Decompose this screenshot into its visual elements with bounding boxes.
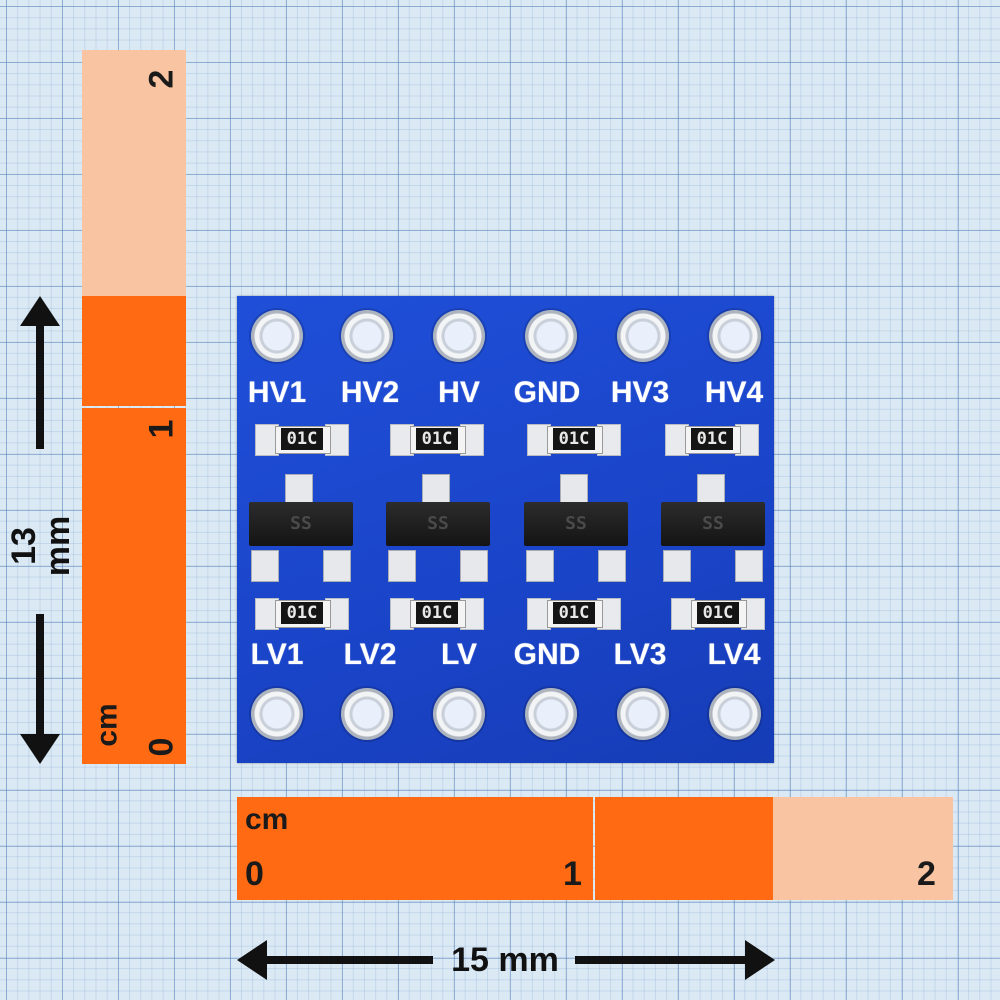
ruler-tick-label: 1 bbox=[142, 419, 181, 439]
horizontal-ruler: cm 0 1 2 bbox=[237, 797, 953, 900]
resistor-code: 01C bbox=[281, 602, 323, 624]
pin-hole bbox=[617, 310, 669, 362]
pin-hole bbox=[525, 688, 577, 740]
ruler-dark-segment bbox=[82, 296, 186, 406]
mosfet-marking: SS bbox=[249, 502, 353, 546]
pin-hole bbox=[251, 310, 303, 362]
resistor-code: 01C bbox=[416, 602, 458, 624]
resistor: 01C bbox=[665, 422, 759, 456]
height-dimension-arrow bbox=[20, 296, 60, 764]
pin-label-gnd-bottom: GND bbox=[513, 638, 581, 671]
pin-label-gnd-top: GND bbox=[513, 376, 581, 409]
pin-hole bbox=[433, 310, 485, 362]
resistor-code: 01C bbox=[697, 602, 739, 624]
resistor-code: 01C bbox=[553, 602, 595, 624]
pin-hole bbox=[709, 688, 761, 740]
resistor-code: 01C bbox=[416, 428, 458, 450]
mosfet-marking: SS bbox=[661, 502, 765, 546]
pin-hole bbox=[433, 688, 485, 740]
height-dimension-label: 13 mm bbox=[5, 515, 77, 577]
pin-hole bbox=[341, 688, 393, 740]
ruler-tick-label: 0 bbox=[142, 737, 181, 757]
ruler-light-segment bbox=[773, 797, 953, 900]
pin-hole bbox=[525, 310, 577, 362]
ruler-unit-label: cm bbox=[245, 803, 289, 836]
ruler-dark-segment bbox=[82, 408, 186, 764]
level-shifter-board: HV1 HV2 HV GND HV3 HV4 01C 01C 01C 01C S… bbox=[237, 296, 774, 763]
mosfet-marking: SS bbox=[386, 502, 490, 546]
resistor-code: 01C bbox=[281, 428, 323, 450]
resistor: 01C bbox=[527, 596, 621, 630]
mosfet: SS bbox=[657, 474, 769, 584]
width-dimension-arrow bbox=[237, 940, 775, 980]
pin-label-lv3: LV3 bbox=[613, 638, 667, 671]
resistor: 01C bbox=[527, 422, 621, 456]
mosfet: SS bbox=[520, 474, 632, 584]
pin-label-hv4: HV4 bbox=[704, 376, 764, 409]
vertical-ruler: 2 1 0 cm bbox=[82, 50, 186, 764]
pin-label-lv2: LV2 bbox=[343, 638, 397, 671]
pin-label-lv1: LV1 bbox=[250, 638, 304, 671]
resistor-code: 01C bbox=[691, 428, 733, 450]
ruler-light-segment bbox=[82, 50, 186, 296]
ruler-tick-label: 0 bbox=[245, 855, 264, 893]
ruler-dark-segment bbox=[595, 797, 773, 900]
pin-label-hv: HV bbox=[438, 376, 480, 409]
resistor: 01C bbox=[390, 422, 484, 456]
ruler-tick-label: 1 bbox=[563, 855, 582, 893]
pin-hole bbox=[341, 310, 393, 362]
resistor: 01C bbox=[671, 596, 765, 630]
resistor-code: 01C bbox=[553, 428, 595, 450]
pin-label-lv: LV bbox=[440, 638, 478, 671]
pin-label-hv3: HV3 bbox=[610, 376, 670, 409]
mosfet: SS bbox=[245, 474, 357, 584]
pin-hole bbox=[709, 310, 761, 362]
resistor: 01C bbox=[390, 596, 484, 630]
mosfet: SS bbox=[382, 474, 494, 584]
ruler-unit-label: cm bbox=[90, 703, 124, 747]
resistor: 01C bbox=[255, 422, 349, 456]
pin-label-hv2: HV2 bbox=[340, 376, 400, 409]
resistor: 01C bbox=[255, 596, 349, 630]
pin-hole bbox=[617, 688, 669, 740]
ruler-tick-label: 2 bbox=[917, 855, 936, 893]
mosfet-marking: SS bbox=[524, 502, 628, 546]
pin-hole bbox=[251, 688, 303, 740]
ruler-dark-segment bbox=[237, 797, 593, 900]
ruler-tick-label: 2 bbox=[142, 69, 181, 89]
width-dimension-label: 15 mm bbox=[451, 941, 559, 979]
pin-label-lv4: LV4 bbox=[707, 638, 761, 671]
pin-label-hv1: HV1 bbox=[247, 376, 307, 409]
